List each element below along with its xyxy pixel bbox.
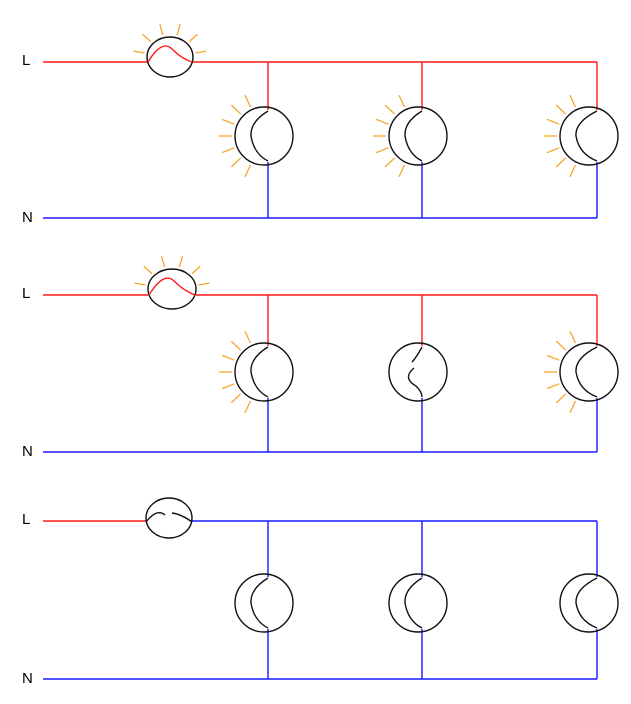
glow-ray bbox=[160, 256, 166, 268]
live-label: L bbox=[22, 285, 30, 302]
glow-ray bbox=[191, 265, 201, 275]
bulb-outline bbox=[388, 342, 448, 402]
glow-ray bbox=[569, 400, 577, 414]
glow-ray bbox=[195, 50, 207, 54]
filament bbox=[148, 277, 196, 296]
filament bbox=[147, 45, 193, 63]
bulb-outline bbox=[388, 573, 448, 633]
glow-ray bbox=[230, 157, 242, 168]
neutral-label: N bbox=[22, 670, 33, 687]
filament bbox=[575, 346, 598, 398]
glow-ray bbox=[555, 157, 567, 168]
bulb-outline bbox=[147, 268, 197, 310]
broken-filament-top bbox=[411, 346, 423, 363]
glow-ray bbox=[142, 33, 152, 43]
glow-ray bbox=[546, 147, 560, 154]
glow-ray bbox=[546, 354, 560, 361]
filament bbox=[250, 110, 269, 162]
glow-ray bbox=[178, 256, 184, 268]
filament bbox=[575, 110, 598, 162]
broken-filament-bottom bbox=[407, 367, 423, 398]
glow-ray bbox=[375, 147, 389, 154]
glow-ray bbox=[569, 330, 577, 344]
glow-ray bbox=[244, 330, 252, 344]
filament bbox=[575, 577, 598, 629]
series-bulb bbox=[134, 256, 210, 310]
glow-ray bbox=[375, 118, 389, 125]
glow-ray bbox=[569, 164, 577, 178]
neutral-label: N bbox=[22, 443, 33, 460]
glow-ray bbox=[198, 282, 210, 286]
glow-ray bbox=[244, 94, 252, 108]
series-bulb bbox=[133, 24, 207, 78]
filament bbox=[250, 577, 269, 629]
glow-ray bbox=[244, 164, 252, 178]
filament bbox=[250, 346, 269, 398]
glow-ray bbox=[546, 118, 560, 125]
filament bbox=[404, 110, 423, 162]
glow-ray bbox=[221, 354, 235, 361]
glow-ray bbox=[384, 157, 396, 168]
glow-ray bbox=[230, 104, 242, 115]
live-label: L bbox=[22, 511, 30, 528]
broken-filament-left bbox=[145, 512, 166, 523]
glow-ray bbox=[230, 340, 242, 351]
bulb-outline bbox=[559, 342, 619, 402]
glow-ray bbox=[221, 147, 235, 154]
glow-ray bbox=[221, 118, 235, 125]
glow-ray bbox=[555, 393, 567, 404]
glow-ray bbox=[230, 393, 242, 404]
glow-ray bbox=[569, 94, 577, 108]
glow-ray bbox=[159, 24, 164, 36]
glow-ray bbox=[143, 265, 153, 275]
bulb-outline bbox=[559, 573, 619, 633]
bulb-outline bbox=[388, 106, 448, 166]
glow-ray bbox=[398, 94, 406, 108]
parallel-bulb-3 bbox=[559, 521, 619, 679]
parallel-bulb-1 bbox=[234, 521, 294, 679]
parallel-bulb-3 bbox=[544, 295, 619, 452]
filament bbox=[404, 577, 423, 629]
bulb-outline bbox=[234, 573, 294, 633]
glow-ray bbox=[546, 383, 560, 390]
glow-ray bbox=[188, 33, 198, 43]
broken-filament-right bbox=[171, 512, 193, 523]
series-bulb bbox=[145, 497, 193, 539]
bulb-outline bbox=[559, 106, 619, 166]
glow-ray bbox=[384, 104, 396, 115]
circuit-2: LN bbox=[22, 256, 619, 460]
bulb-outline bbox=[146, 36, 194, 78]
glow-ray bbox=[398, 164, 406, 178]
parallel-bulb-2 bbox=[373, 62, 448, 218]
bulb-outline bbox=[145, 497, 193, 539]
bulb-outline bbox=[234, 106, 294, 166]
glow-ray bbox=[134, 282, 146, 286]
glow-ray bbox=[176, 24, 181, 36]
glow-ray bbox=[555, 340, 567, 351]
glow-ray bbox=[555, 104, 567, 115]
parallel-bulb-3 bbox=[544, 62, 619, 218]
circuit-1: LN bbox=[22, 24, 619, 226]
circuit-3: LN bbox=[22, 497, 619, 687]
parallel-bulb-2 bbox=[388, 521, 448, 679]
parallel-bulb-2 bbox=[388, 295, 448, 452]
parallel-bulb-1 bbox=[219, 62, 294, 218]
glow-ray bbox=[221, 383, 235, 390]
glow-ray bbox=[133, 50, 145, 54]
bulb-outline bbox=[234, 342, 294, 402]
live-label: L bbox=[22, 52, 30, 69]
parallel-bulb-1 bbox=[219, 295, 294, 452]
glow-ray bbox=[244, 400, 252, 414]
neutral-label: N bbox=[22, 209, 33, 226]
